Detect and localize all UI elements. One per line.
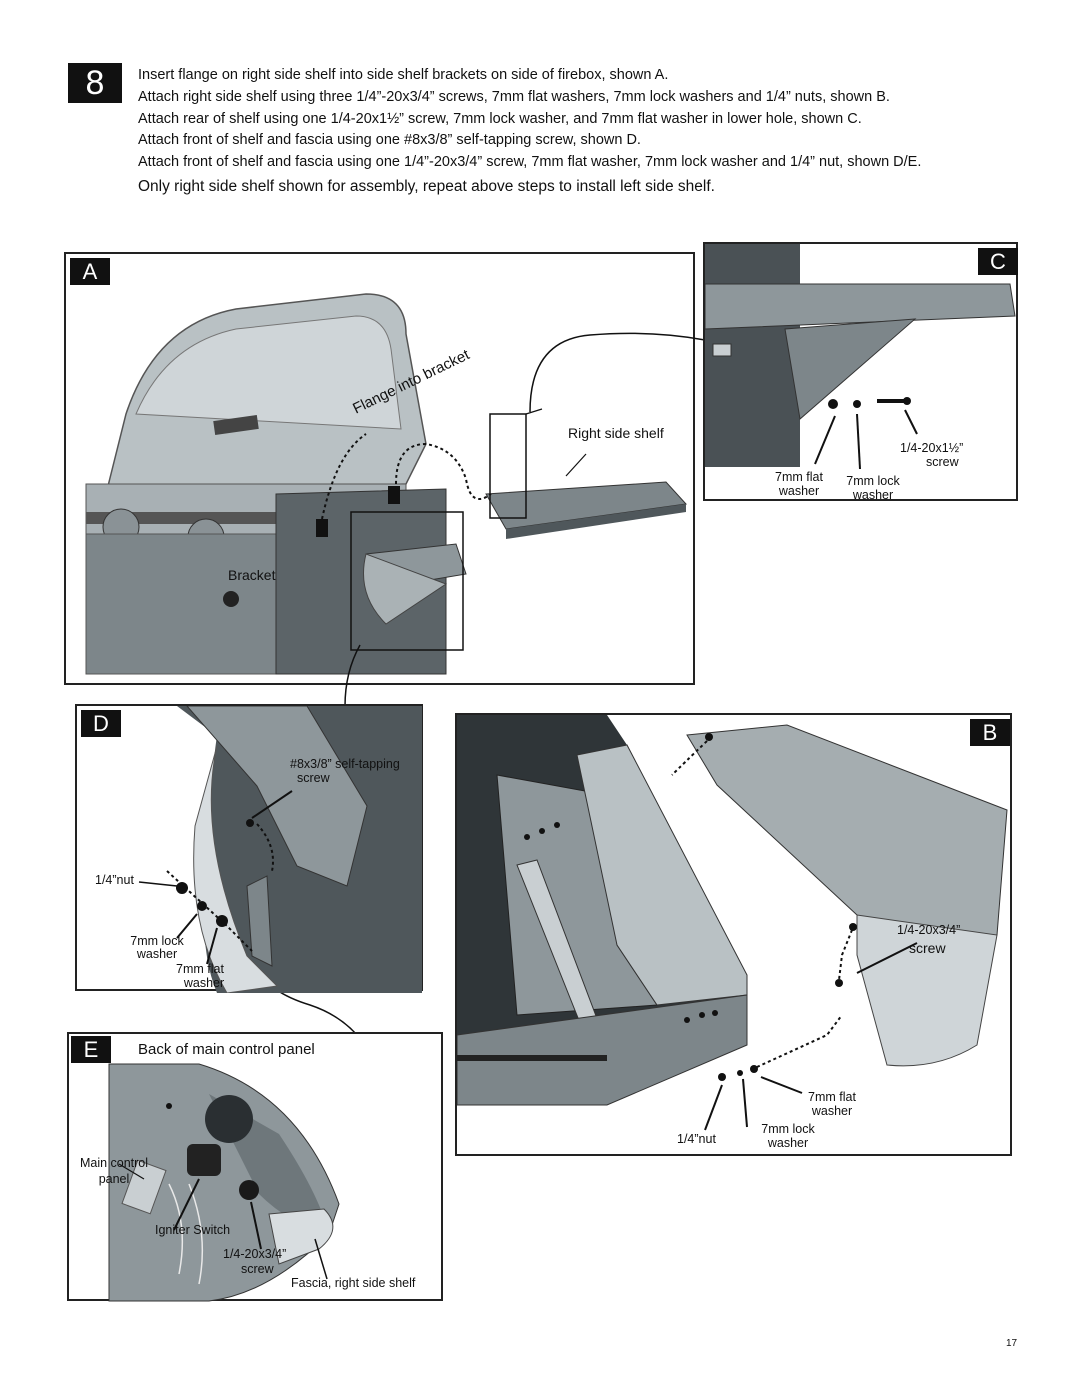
e-screw-label-2: screw [241,1262,274,1276]
panel-a-badge: A [70,258,110,285]
e-screw-label-1: 1/4-20x3/4” [223,1247,287,1261]
instruction-line-5: Attach front of shelf and fascia using o… [138,154,922,170]
c-screw-label-2: screw [926,455,959,469]
panel-b: B 1/4-20x3/4” screw 7mm flat washer 7mm … [455,713,1012,1156]
b-flat-label-2: washer [811,1104,853,1118]
c-screw-label-1: 1/4-20x1½” [900,441,964,455]
page-number: 17 [1006,1338,1018,1349]
d-flat-label-2: washer [183,976,225,990]
e-main-panel-label-2: panel [98,1172,130,1186]
panel-d-illustration [138,706,422,993]
panel-e-title: Back of main control panel [138,1041,315,1058]
c-flat-label-1: 7mm flat [775,470,823,484]
panel-b-illustration [457,715,1008,1131]
d-screw-label-1: #8x3/8” self-tapping [290,757,400,771]
e-fascia-label: Fascia, right side shelf [291,1276,416,1290]
e-main-panel-label-1: Main control [79,1156,149,1170]
panel-a-illustration [85,293,688,675]
panel-d: D #8x3/8” self-tapping screw 1/4”nut 7mm… [75,704,423,993]
panel-e: E Back of main control panel Main contro… [67,1032,443,1302]
instruction-line-1: Insert flange on right side shelf into s… [138,67,669,83]
right-side-shelf-label: Right side shelf [568,425,664,441]
panel-a: A Flange into bracket Right side shelf B… [64,252,695,685]
b-screw-label-2: screw [909,940,946,956]
instruction-line-2: Attach right side shelf using three 1/4”… [138,89,890,105]
d-lock-label-1: 7mm lock [130,934,184,948]
d-nut-label: 1/4”nut [95,873,134,887]
panel-c-illustration [705,244,1016,470]
c-lock-label-2: washer [852,488,894,502]
e-igniter-label: Igniter Switch [155,1223,231,1237]
panel-c-badge: C [978,248,1018,275]
panel-d-badge: D [81,710,121,737]
panel-b-badge: B [970,719,1010,746]
b-flat-label-1: 7mm flat [808,1090,856,1104]
panel-c: C 1/4-20x1½” screw 7mm flat washer 7mm l… [703,242,1018,502]
instruction-line-3: Attach rear of shelf using one 1/4-20x1½… [138,111,862,127]
panel-e-illustration [108,1063,340,1302]
c-flat-label-2: washer [778,484,820,498]
d-screw-label-2: screw [297,771,330,785]
b-lock-label-2: washer [767,1136,809,1150]
instruction-line-4: Attach front of shelf and fascia using o… [138,132,641,148]
b-lock-label-1: 7mm lock [761,1122,815,1136]
step-number: 8 [68,63,122,103]
c-lock-label-1: 7mm lock [846,474,900,488]
panel-e-badge: E [71,1036,111,1063]
assembly-note: Only right side shelf shown for assembly… [138,178,715,195]
b-screw-label-1: 1/4-20x3/4” [897,923,961,937]
d-lock-label-2: washer [136,947,178,961]
d-flat-label-1: 7mm flat [176,962,224,976]
b-nut-label: 1/4”nut [677,1132,716,1146]
bracket-label: Bracket [228,567,276,583]
